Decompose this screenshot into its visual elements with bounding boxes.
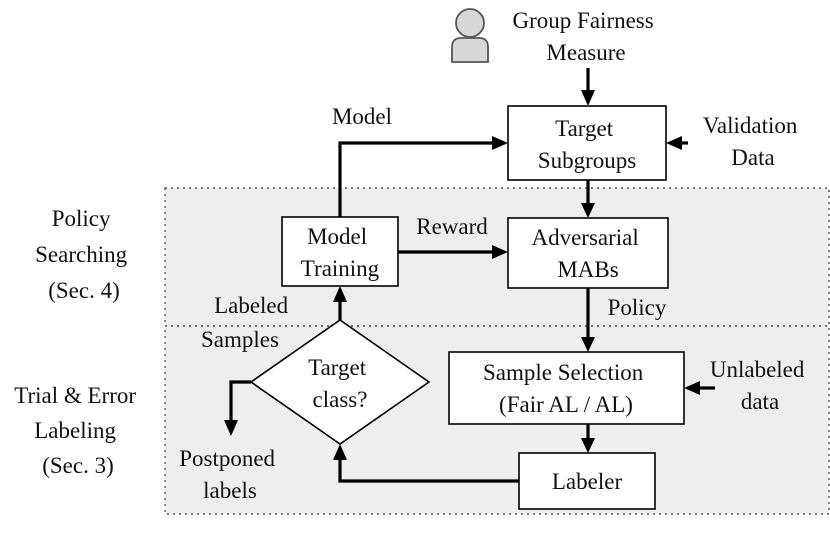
arrowhead [333, 444, 347, 460]
arrowhead [333, 286, 347, 302]
arrows [224, 68, 715, 483]
target-subgroups-label: Target Subgroups [538, 116, 636, 173]
trial-region-label: Trial & Error Labeling (Sec. 3) [14, 383, 142, 478]
model-edge-label: Model [332, 104, 392, 129]
reward-edge-label: Reward [416, 214, 488, 239]
sample-selection-box [448, 351, 685, 425]
arrowhead [492, 136, 508, 150]
policy-searching-region [164, 187, 830, 327]
arrow-labeler-to-class [338, 460, 519, 483]
arrow-model-to-subgroups [338, 141, 492, 217]
sample-selection-label: Sample Selection (Fair AL / AL) [483, 360, 649, 417]
policy-edge-label: Policy [608, 295, 667, 320]
target-subgroups-box [507, 105, 667, 181]
user-icon [451, 8, 489, 63]
postponed-labels-label: Postponed labels [179, 446, 281, 503]
arrow-class-to-postponed [229, 380, 251, 420]
arrowhead [581, 90, 595, 106]
adversarial-mabs-box [507, 217, 669, 289]
arrowhead [581, 337, 595, 352]
arrowhead [492, 245, 508, 259]
labeled-samples-label: Labeled Samples [201, 293, 294, 352]
arrowhead [684, 381, 700, 395]
model-training-box [281, 216, 399, 287]
labeler-label: Labeler [552, 469, 623, 494]
unlabeled-data-label: Unlabeled data [710, 357, 810, 414]
arrowhead [581, 438, 595, 453]
target-class-label: Target class? [308, 355, 372, 412]
adversarial-mabs-label: Adversarial MABs [531, 225, 644, 282]
arrowhead [581, 203, 595, 218]
target-class-diamond [249, 319, 431, 445]
labeler-box [518, 452, 656, 510]
policy-region-label: Policy Searching (Sec. 4) [35, 206, 133, 303]
fairness-measure-label: Group Fairness Measure [513, 8, 660, 65]
validation-data-label: Validation Data [703, 113, 803, 170]
arrowhead [224, 420, 238, 436]
arrowhead [666, 136, 682, 150]
model-training-label: Model Training [301, 224, 380, 281]
